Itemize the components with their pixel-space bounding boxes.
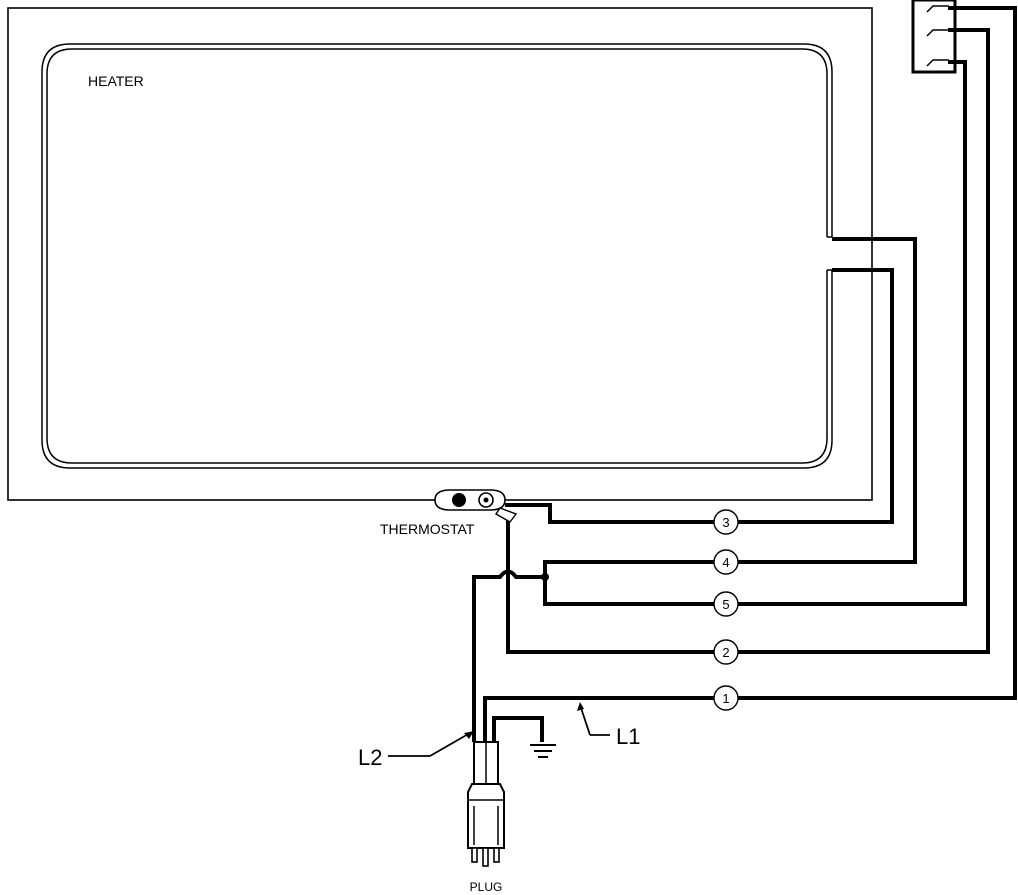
svg-text:4: 4: [722, 555, 729, 570]
heater-label: HEATER: [88, 73, 144, 89]
wire-2-right: [738, 28, 990, 654]
svg-text:5: 5: [722, 597, 729, 612]
plug-label: PLUG: [470, 880, 503, 894]
wire-3-thermostat: [505, 503, 714, 524]
wire-l2-path: [472, 569, 545, 742]
wire-4-left: [543, 560, 714, 606]
power-cord: [473, 741, 499, 785]
wires: [472, 6, 1017, 742]
wire-number-3: 3: [713, 509, 739, 535]
wire-number-2: 2: [713, 639, 739, 665]
l1-leader: [577, 702, 610, 736]
thermostat-icon: [434, 489, 522, 523]
l2-leader: [388, 731, 474, 757]
switch-box: [911, 0, 957, 74]
wire-3-path: [738, 268, 894, 524]
svg-text:1: 1: [722, 691, 729, 706]
svg-text:2: 2: [722, 645, 729, 660]
svg-text:3: 3: [722, 515, 729, 530]
wire-number-1: 1: [713, 685, 739, 711]
ground-icon: [530, 744, 556, 758]
wire-4-path: [738, 237, 917, 564]
thermostat-label: THERMOSTAT: [380, 521, 475, 537]
ground-wire: [492, 716, 544, 742]
wire-number-4: 4: [713, 549, 739, 575]
heater-element: [41, 43, 833, 469]
l2-label: L2: [358, 745, 382, 770]
plug-icon: [467, 783, 505, 867]
wire-number-5: 5: [713, 591, 739, 617]
wire-2-left: [506, 520, 714, 654]
wire-1-left: [483, 696, 714, 742]
wire-1-right: [738, 6, 1017, 700]
l1-label: L1: [616, 724, 640, 749]
wire-5-path: [738, 60, 967, 606]
